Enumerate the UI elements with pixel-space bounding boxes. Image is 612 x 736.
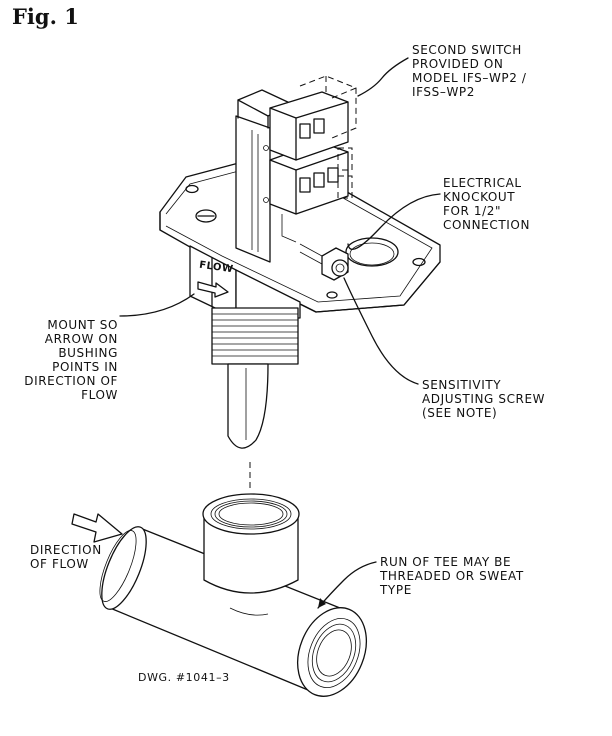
label-line: DIRECTION OF	[24, 374, 118, 388]
label-sensitivity-screw: SENSITIVITY ADJUSTING SCREW (SEE NOTE)	[422, 378, 545, 420]
label-run-of-tee: RUN OF TEE MAY BE THREADED OR SWEAT TYPE	[380, 555, 524, 597]
label-line: FLOW	[81, 388, 118, 402]
label-line: TYPE	[380, 583, 412, 597]
label-line: MODEL IFS–WP2 /	[412, 71, 527, 85]
label-line: OF FLOW	[30, 557, 89, 571]
label-line: CONNECTION	[443, 218, 531, 232]
drawing-number: DWG. #1041–3	[138, 671, 230, 684]
sensitivity-screw	[299, 243, 349, 281]
label-line: ARROW ON	[44, 332, 118, 346]
label-line: PROVIDED ON	[412, 57, 504, 71]
figure-title: Fig. 1	[12, 4, 79, 29]
label-line: THREADED OR SWEAT	[380, 569, 524, 583]
second-switch-outline	[299, 75, 357, 199]
label-second-switch: SECOND SWITCH PROVIDED ON MODEL IFS–WP2 …	[412, 43, 527, 99]
leader-lines	[119, 57, 441, 609]
paddle	[227, 363, 269, 449]
label-line: SECOND SWITCH	[412, 43, 522, 57]
pipe-tee	[99, 493, 367, 697]
label-line: POINTS IN	[52, 360, 118, 374]
label-line: (SEE NOTE)	[422, 406, 498, 420]
micro-switch-lower	[269, 141, 349, 243]
label-line: IFSS–WP2	[412, 85, 476, 99]
label-line: BUSHING	[58, 346, 118, 360]
label-line: RUN OF TEE MAY BE	[380, 555, 512, 569]
label-line: DIRECTION	[30, 543, 102, 557]
micro-switch-upper	[269, 91, 349, 161]
direction-of-flow-arrow	[71, 513, 123, 543]
plate-screw	[195, 209, 217, 223]
label-line: ELECTRICAL	[443, 176, 522, 190]
label-line: ADJUSTING SCREW	[422, 392, 546, 406]
label-line: MOUNT SO	[47, 318, 118, 332]
label-direction-of-flow: DIRECTION OF FLOW	[30, 543, 102, 571]
label-line: KNOCKOUT	[443, 190, 516, 204]
label-electrical-knockout: ELECTRICAL KNOCKOUT FOR 1/2" CONNECTION	[443, 176, 530, 232]
electrical-knockout	[345, 237, 399, 267]
label-mount-arrow: MOUNT SO ARROW ON BUSHING POINTS IN DIRE…	[24, 318, 118, 402]
threaded-nipple	[211, 307, 299, 365]
switch-bracket	[235, 89, 293, 263]
label-line: SENSITIVITY	[422, 378, 502, 392]
bushing-body	[189, 245, 301, 319]
label-line: FOR 1/2"	[443, 204, 502, 218]
